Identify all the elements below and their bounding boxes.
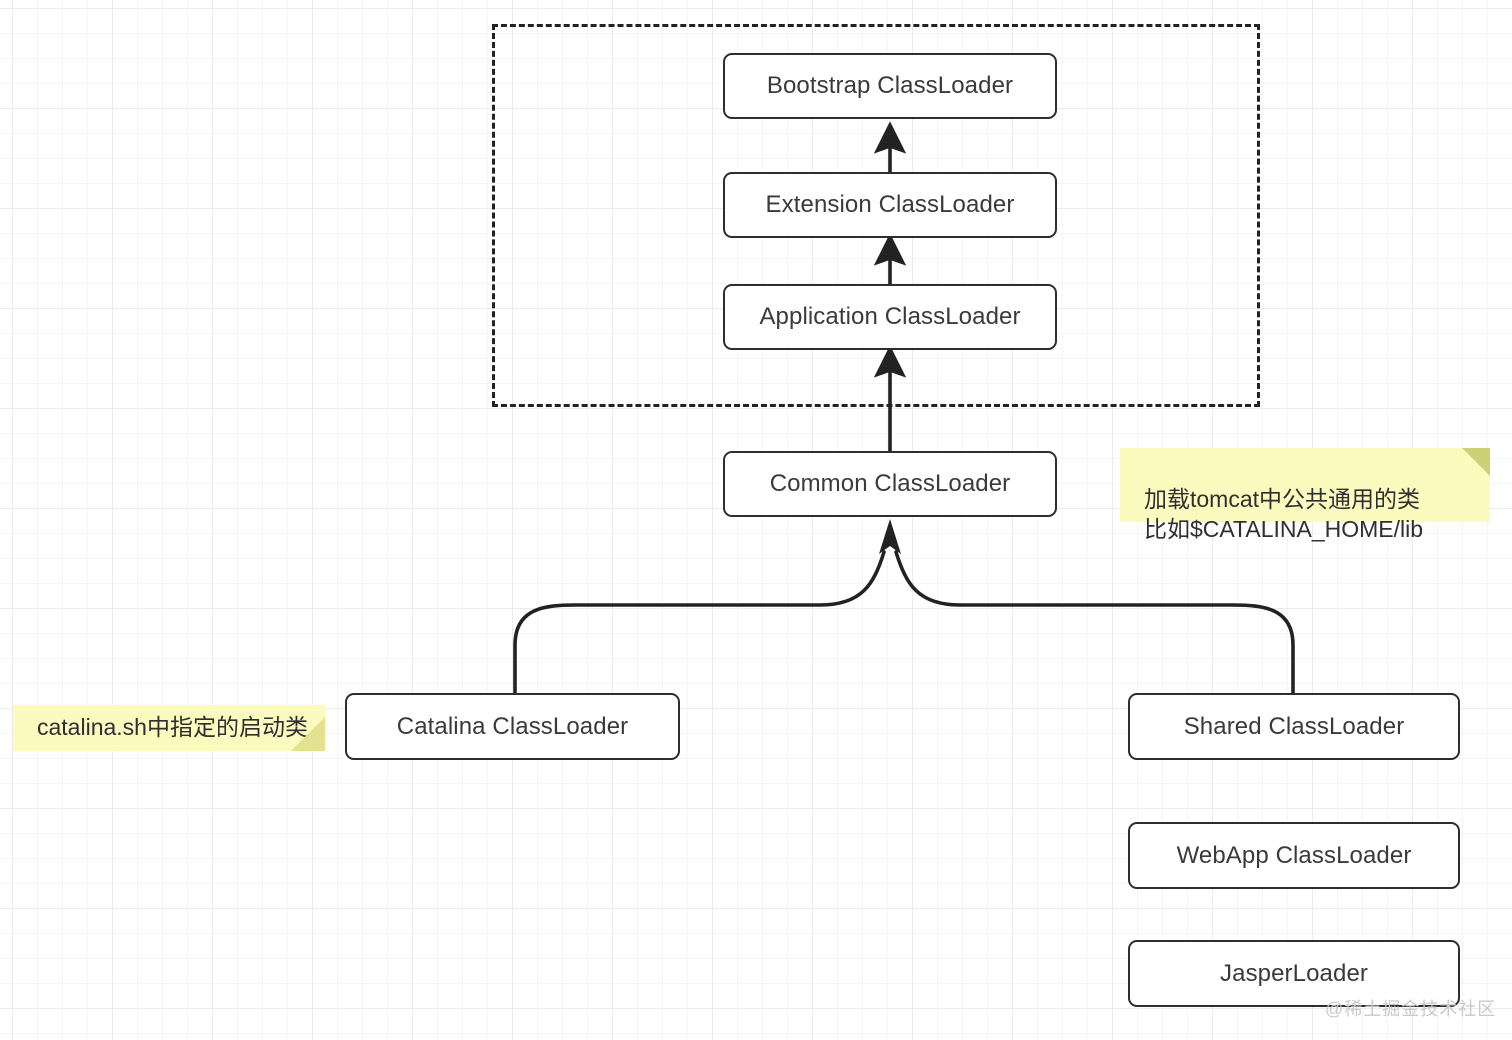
- node-label: Bootstrap ClassLoader: [766, 72, 1014, 99]
- arrowhead-into-common: [879, 519, 901, 554]
- note-fold-corner-icon: [291, 717, 325, 751]
- node-label: Application ClassLoader: [759, 303, 1021, 330]
- node-label: Common ClassLoader: [769, 470, 1011, 497]
- node-label: WebApp ClassLoader: [1176, 841, 1412, 869]
- edge-catalina-to-common: [513, 550, 886, 695]
- node-application-classloader[interactable]: Application ClassLoader: [723, 284, 1057, 350]
- node-shared-classloader[interactable]: Shared ClassLoader: [1128, 693, 1460, 760]
- node-label: Extension ClassLoader: [765, 191, 1015, 218]
- node-label: Catalina ClassLoader: [396, 712, 629, 740]
- note-text: 加载tomcat中公共通用的类 比如$CATALINA_HOME/lib: [1144, 486, 1424, 542]
- node-extension-classloader[interactable]: Extension ClassLoader: [723, 172, 1057, 238]
- note-text: catalina.sh中指定的启动类: [37, 714, 308, 741]
- node-jasper-loader[interactable]: JasperLoader: [1128, 940, 1460, 1007]
- jvm-classloader-group: [492, 24, 1260, 407]
- node-bootstrap-classloader[interactable]: Bootstrap ClassLoader: [723, 53, 1057, 119]
- node-label: JasperLoader: [1220, 959, 1368, 987]
- edge-shared-to-common: [894, 550, 1295, 695]
- node-catalina-classloader[interactable]: Catalina ClassLoader: [345, 693, 680, 760]
- node-common-classloader[interactable]: Common ClassLoader: [723, 451, 1057, 517]
- node-label: Shared ClassLoader: [1183, 712, 1405, 740]
- node-webapp-classloader[interactable]: WebApp ClassLoader: [1128, 822, 1460, 889]
- note-common-classloader-purpose: 加载tomcat中公共通用的类 比如$CATALINA_HOME/lib: [1120, 448, 1490, 542]
- note-catalina-startup-class: catalina.sh中指定的启动类: [13, 705, 325, 751]
- note-fold-corner-icon: [1462, 448, 1490, 476]
